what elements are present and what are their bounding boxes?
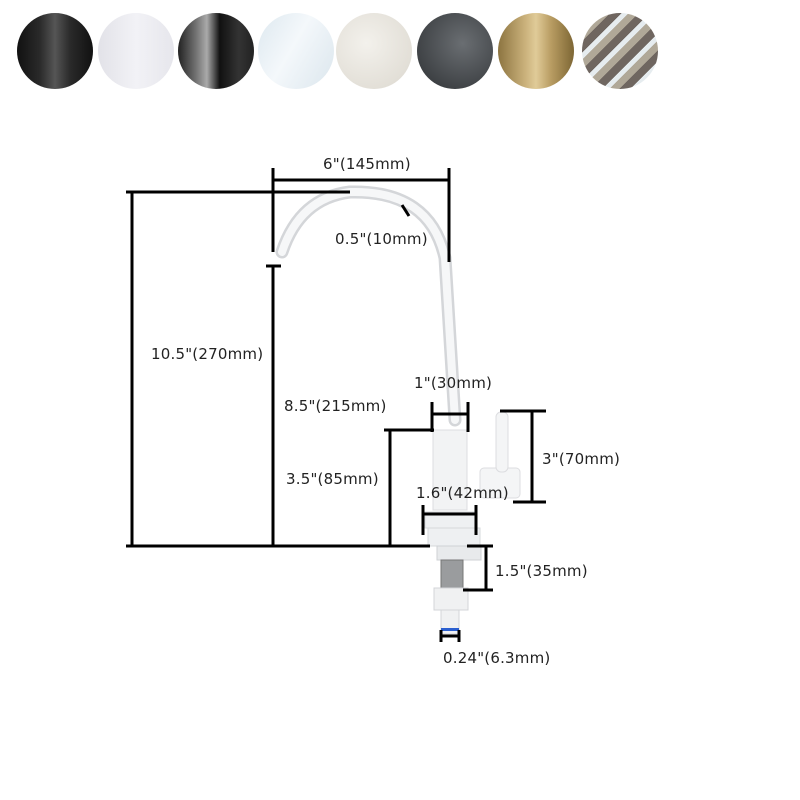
finish-swatches <box>0 0 800 110</box>
label-shank-length: 1.5"(35mm) <box>495 562 588 580</box>
label-body-height: 3.5"(85mm) <box>286 470 379 488</box>
swatch-gunmetal[interactable] <box>178 13 254 89</box>
label-spout-diameter: 0.5"(10mm) <box>335 230 428 248</box>
swatch-brushed-gold[interactable] <box>498 13 574 89</box>
swatch-textured-gray[interactable] <box>417 13 493 89</box>
label-base-diameter: 1.6"(42mm) <box>416 484 509 502</box>
faucet-illustration <box>275 185 521 635</box>
label-body-diameter: 1"(30mm) <box>414 374 493 392</box>
swatch-striped-nickel[interactable] <box>582 13 658 89</box>
label-spout-reach: 6"(145mm) <box>323 155 411 173</box>
label-connector-diameter: 0.24"(6.3mm) <box>443 649 551 667</box>
swatch-light-white[interactable] <box>258 13 334 89</box>
swatch-speckled-white[interactable] <box>336 13 412 89</box>
dimension-lines <box>126 168 546 642</box>
label-handle-height: 3"(70mm) <box>542 450 621 468</box>
label-total-height: 10.5"(270mm) <box>151 345 264 363</box>
swatch-matte-black[interactable] <box>17 13 93 89</box>
label-spout-height: 8.5"(215mm) <box>284 397 387 415</box>
swatch-white[interactable] <box>98 13 174 89</box>
